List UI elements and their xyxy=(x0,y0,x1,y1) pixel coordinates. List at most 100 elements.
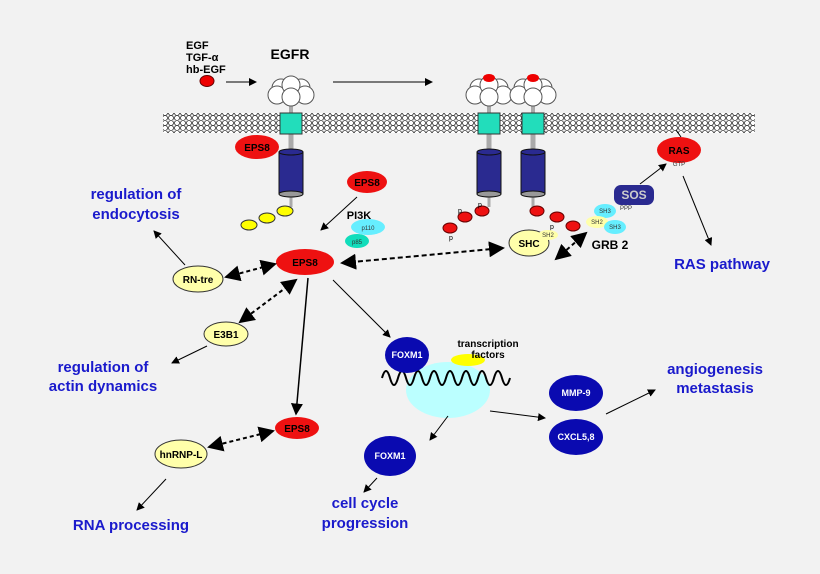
foxm1-lower-label: FOXM1 xyxy=(374,451,405,461)
tf-text-2: factors xyxy=(471,350,505,361)
grb2-sh2-node xyxy=(586,216,608,228)
foxm1-lower xyxy=(364,436,416,476)
angio-arrow xyxy=(605,389,656,415)
bound-ligand xyxy=(527,74,539,82)
phospho-sites xyxy=(442,205,581,234)
mmp9-node xyxy=(549,375,603,411)
eps8-membrane: EPS8 xyxy=(244,143,270,154)
shc-sh2-label: SH2 xyxy=(542,233,554,239)
actin-text-2: actin dynamics xyxy=(49,378,157,395)
svg-text:EGF: EGF xyxy=(186,40,209,52)
svg-text:p: p xyxy=(458,208,462,215)
nucleus-targets-arrow xyxy=(489,410,546,422)
egfr-label: EGFR xyxy=(271,46,310,62)
shc-label: SHC xyxy=(518,239,539,250)
sh3-node-1 xyxy=(594,204,616,218)
pi3k-label: PI3K xyxy=(347,210,372,222)
foxm1-dna xyxy=(385,337,429,373)
svg-text:p: p xyxy=(550,224,554,231)
hnrnp-eps8-dashed-arrow xyxy=(207,426,275,452)
eps8-central-label: EPS8 xyxy=(292,258,318,269)
ras-pathway-text: RAS pathway xyxy=(674,256,771,273)
eps8-down-arrow xyxy=(290,277,309,416)
svg-text:p: p xyxy=(478,202,482,209)
sh3-label-2: SH3 xyxy=(609,225,621,231)
grb2-label: GRB 2 xyxy=(592,238,629,252)
tf-text: transcription xyxy=(457,339,518,350)
rna-processing-text: RNA processing xyxy=(73,517,189,534)
kinase-domain-top xyxy=(476,148,502,156)
cxcl-label: CXCL5,8 xyxy=(557,432,594,442)
kinase-domain xyxy=(278,151,304,195)
kinase-domain xyxy=(476,151,502,195)
transmembrane-domain xyxy=(477,112,501,135)
svg-text:p: p xyxy=(449,235,453,242)
ligand-labels: EGF TGF-α hb-EGF xyxy=(186,40,226,76)
shc-grb2-dashed-arrow xyxy=(554,231,588,261)
transcription-factors-node xyxy=(451,354,485,366)
endocytosis-text: regulation of xyxy=(91,186,183,203)
e3b1-label: E3B1 xyxy=(213,330,238,341)
ras-membrane-link xyxy=(675,129,682,138)
sh3-label-1: SH3 xyxy=(599,209,611,215)
docking-sites xyxy=(240,205,294,231)
rn-tre-eps8-dashed-arrow xyxy=(224,259,277,282)
hnrnp-l-node xyxy=(154,439,208,469)
ras-label: RAS xyxy=(668,146,689,157)
svg-text:hb-EGF: hb-EGF xyxy=(186,64,226,76)
cxcl-node xyxy=(549,419,603,455)
receptor-ectodomain xyxy=(281,87,301,107)
kinase-domain-bottom xyxy=(476,190,502,198)
eps8-lower xyxy=(275,417,319,439)
hnrnp-l-label: hnRNP-L xyxy=(160,450,203,461)
cellcycle-text-2: progression xyxy=(322,515,409,532)
actin-arrow xyxy=(171,345,208,364)
sh3-node-2 xyxy=(604,220,626,234)
rn-tre-label: RN-tre xyxy=(183,275,214,286)
eps8-shc-dashed-arrow xyxy=(340,241,505,270)
e3b1-node xyxy=(203,321,249,347)
eps8-lower-label: EPS8 xyxy=(284,424,310,435)
ras-node xyxy=(657,137,701,163)
rn-tre-node xyxy=(172,265,224,293)
endocytosis-arrow xyxy=(153,230,186,266)
grb2-sh2-label: SH2 xyxy=(591,220,603,226)
transmembrane-domain xyxy=(521,112,545,135)
eps8-central xyxy=(276,249,334,275)
receptor-ectodomain xyxy=(479,87,499,107)
mmp9-label: MMP-9 xyxy=(562,388,591,398)
transmembrane-domain xyxy=(279,112,303,135)
p-labels: p p p p xyxy=(449,202,554,242)
svg-text:TGF-α: TGF-α xyxy=(186,52,219,64)
receptor-ectodomain xyxy=(523,87,543,107)
eps8-pi3k-arrow xyxy=(320,196,358,231)
sos-ppp-label: PPP xyxy=(620,206,632,212)
e3b1-eps8-dashed-arrow xyxy=(238,278,298,324)
endocytosis-text-2: endocytosis xyxy=(92,206,180,223)
gtp-label: GTP xyxy=(673,162,685,168)
shc-sh2-node xyxy=(538,230,558,240)
kinase-domain-bottom xyxy=(520,190,546,198)
angio-text-2: metastasis xyxy=(676,380,754,397)
nucleus-foxm1-arrow xyxy=(429,415,449,441)
eps8-pi3k-label: EPS8 xyxy=(354,178,380,189)
foxm1-dna-label: FOXM1 xyxy=(391,350,422,360)
sos-node xyxy=(614,185,654,205)
rna-arrow xyxy=(136,478,167,511)
angio-text: angiogenesis xyxy=(667,361,763,378)
cellcycle-text: cell cycle xyxy=(332,495,399,512)
ras-pathway-arrow xyxy=(682,175,713,246)
actin-text: regulation of xyxy=(58,359,150,376)
p110-label: p110 xyxy=(362,226,376,232)
kinase-domain xyxy=(520,151,546,195)
ligand-dot xyxy=(199,75,215,87)
sos-label: SOS xyxy=(621,188,646,202)
cell-membrane xyxy=(163,113,755,133)
cellcycle-arrow xyxy=(363,477,378,493)
bound-ligand xyxy=(483,74,495,82)
sos-ras-arrow xyxy=(639,163,667,185)
p85-label: p85 xyxy=(352,240,363,246)
eps8-pi3k-node xyxy=(347,171,387,193)
kinase-domain-top xyxy=(278,148,304,156)
